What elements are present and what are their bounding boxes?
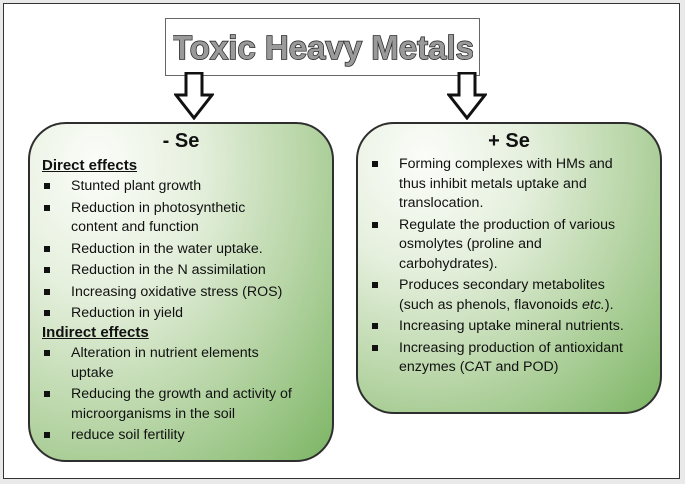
bullet-icon (44, 310, 50, 316)
bullet-icon (372, 344, 378, 351)
list-item-text: Forming complexes with HMs and (399, 156, 613, 172)
with-selenium-panel: + Se Forming complexes with HMs and thus … (356, 122, 662, 414)
bullet-icon (372, 221, 378, 228)
bullet-icon (44, 183, 50, 189)
list-item-text: osmolytes (proline and (399, 236, 542, 252)
list-item-text: content and function (71, 219, 199, 235)
list-item-text: Reduction in yield (71, 305, 183, 321)
diagram-frame: Toxic Heavy Metals - Se Direct effects S… (3, 3, 680, 479)
bullet-icon (44, 245, 50, 252)
list-item-text: translocation. (399, 195, 484, 211)
list-item-text: reduce soil fertility (71, 427, 185, 443)
bullet-icon (44, 204, 50, 211)
bullet-icon (372, 323, 378, 329)
list-item-text: enzymes (CAT and POD) (399, 359, 559, 375)
list-item-text: Increasing production of antioxidant (399, 339, 623, 356)
down-arrow-icon (174, 72, 214, 120)
list-item-text: Reduction in the N assimilation (71, 262, 266, 278)
list-item-text: Increasing oxidative stress (ROS) (71, 283, 283, 300)
list-item-text: Increasing uptake mineral nutrients. (399, 318, 624, 334)
list-item-text: uptake (71, 364, 114, 381)
list-item-text: Reducing the growth and activity of (71, 386, 292, 402)
list-item-text: thus inhibit metals uptake and (399, 175, 587, 192)
bullet-icon (44, 288, 50, 295)
bullet-icon (372, 282, 378, 288)
list-item-text: microorganisms in the soil (71, 405, 236, 422)
list-item-text: (such as phenols, flavonoids etc.). (399, 296, 614, 313)
diagram-title: Toxic Heavy Metals (173, 29, 473, 66)
list-item-text: Stunted plant growth (71, 178, 202, 194)
bullet-icon (44, 350, 50, 356)
down-arrow-icon (447, 72, 487, 120)
list-item-text: Reduction in photosynthetic (71, 199, 246, 216)
list-item-text: Alteration in nutrient elements (71, 345, 259, 361)
list-item-text: carbohydrates). (399, 255, 498, 272)
bullet-icon (372, 161, 378, 167)
bullet-icon (44, 267, 50, 273)
title-graphic: Toxic Heavy Metals (173, 28, 473, 66)
list-item-text: Reduction in the water uptake. (71, 240, 263, 257)
bullet-icon (44, 391, 50, 397)
bullet-icon (44, 432, 50, 438)
without-selenium-panel: - Se Direct effects Stunted plant growth… (28, 122, 334, 462)
direct-effects-heading: Direct effects (42, 157, 138, 174)
title-box: Toxic Heavy Metals (165, 18, 480, 76)
indirect-effects-heading: Indirect effects (42, 324, 149, 341)
panel-heading: - Se (162, 130, 200, 152)
panel-heading: + Se (488, 130, 530, 152)
list-item-text: Produces secondary metabolites (399, 277, 605, 293)
list-item-text: Regulate the production of various (399, 216, 616, 233)
